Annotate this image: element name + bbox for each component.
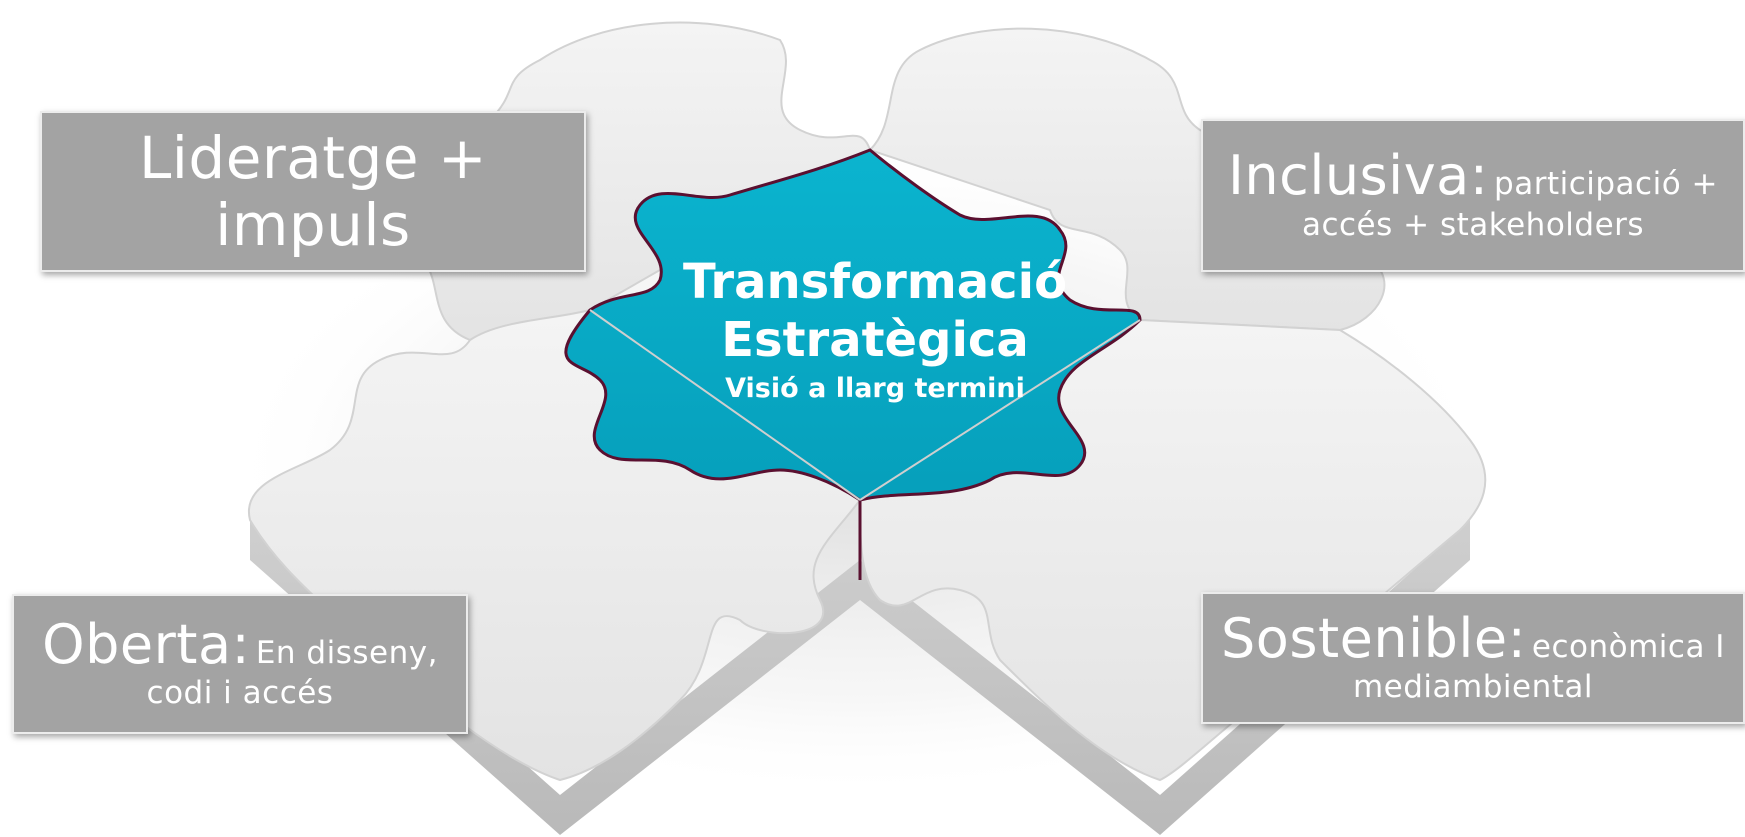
inclusiva-box: Inclusiva: participació + accés + stakeh… — [1201, 119, 1745, 272]
center-title-line2: Estratègica — [721, 311, 1029, 368]
inclusiva-heading: Inclusiva: — [1227, 144, 1489, 208]
sostenible-heading: Sostenible: — [1221, 606, 1527, 670]
inclusiva-detail1: participació + — [1494, 166, 1719, 203]
sostenible-detail1: econòmica I — [1531, 628, 1725, 665]
seam-line-right — [859, 319, 1141, 501]
sostenible-box: Sostenible: econòmica I mediambiental — [1201, 592, 1745, 724]
inclusiva-detail2: accés + stakeholders — [1301, 206, 1645, 243]
oberta-detail2: codi i accés — [146, 675, 334, 712]
lideratge-line1: Lideratge + — [138, 123, 488, 192]
center-label: Transformació Estratègica Visió a llarg … — [670, 254, 1080, 406]
lideratge-box: Lideratge + impuls — [40, 111, 586, 272]
center-title-line1: Transformació — [682, 254, 1068, 310]
oberta-heading: Oberta: — [42, 612, 251, 676]
sostenible-detail2: mediambiental — [1352, 669, 1594, 706]
seam-line-left — [589, 309, 861, 501]
oberta-detail1: En disseny, — [255, 634, 438, 671]
center-subtitle: Visió a llarg termini — [725, 373, 1025, 405]
puzzle-side-face — [250, 520, 1470, 835]
lideratge-line2: impuls — [215, 190, 411, 259]
oberta-box: Oberta: En disseny, codi i accés — [12, 594, 468, 734]
